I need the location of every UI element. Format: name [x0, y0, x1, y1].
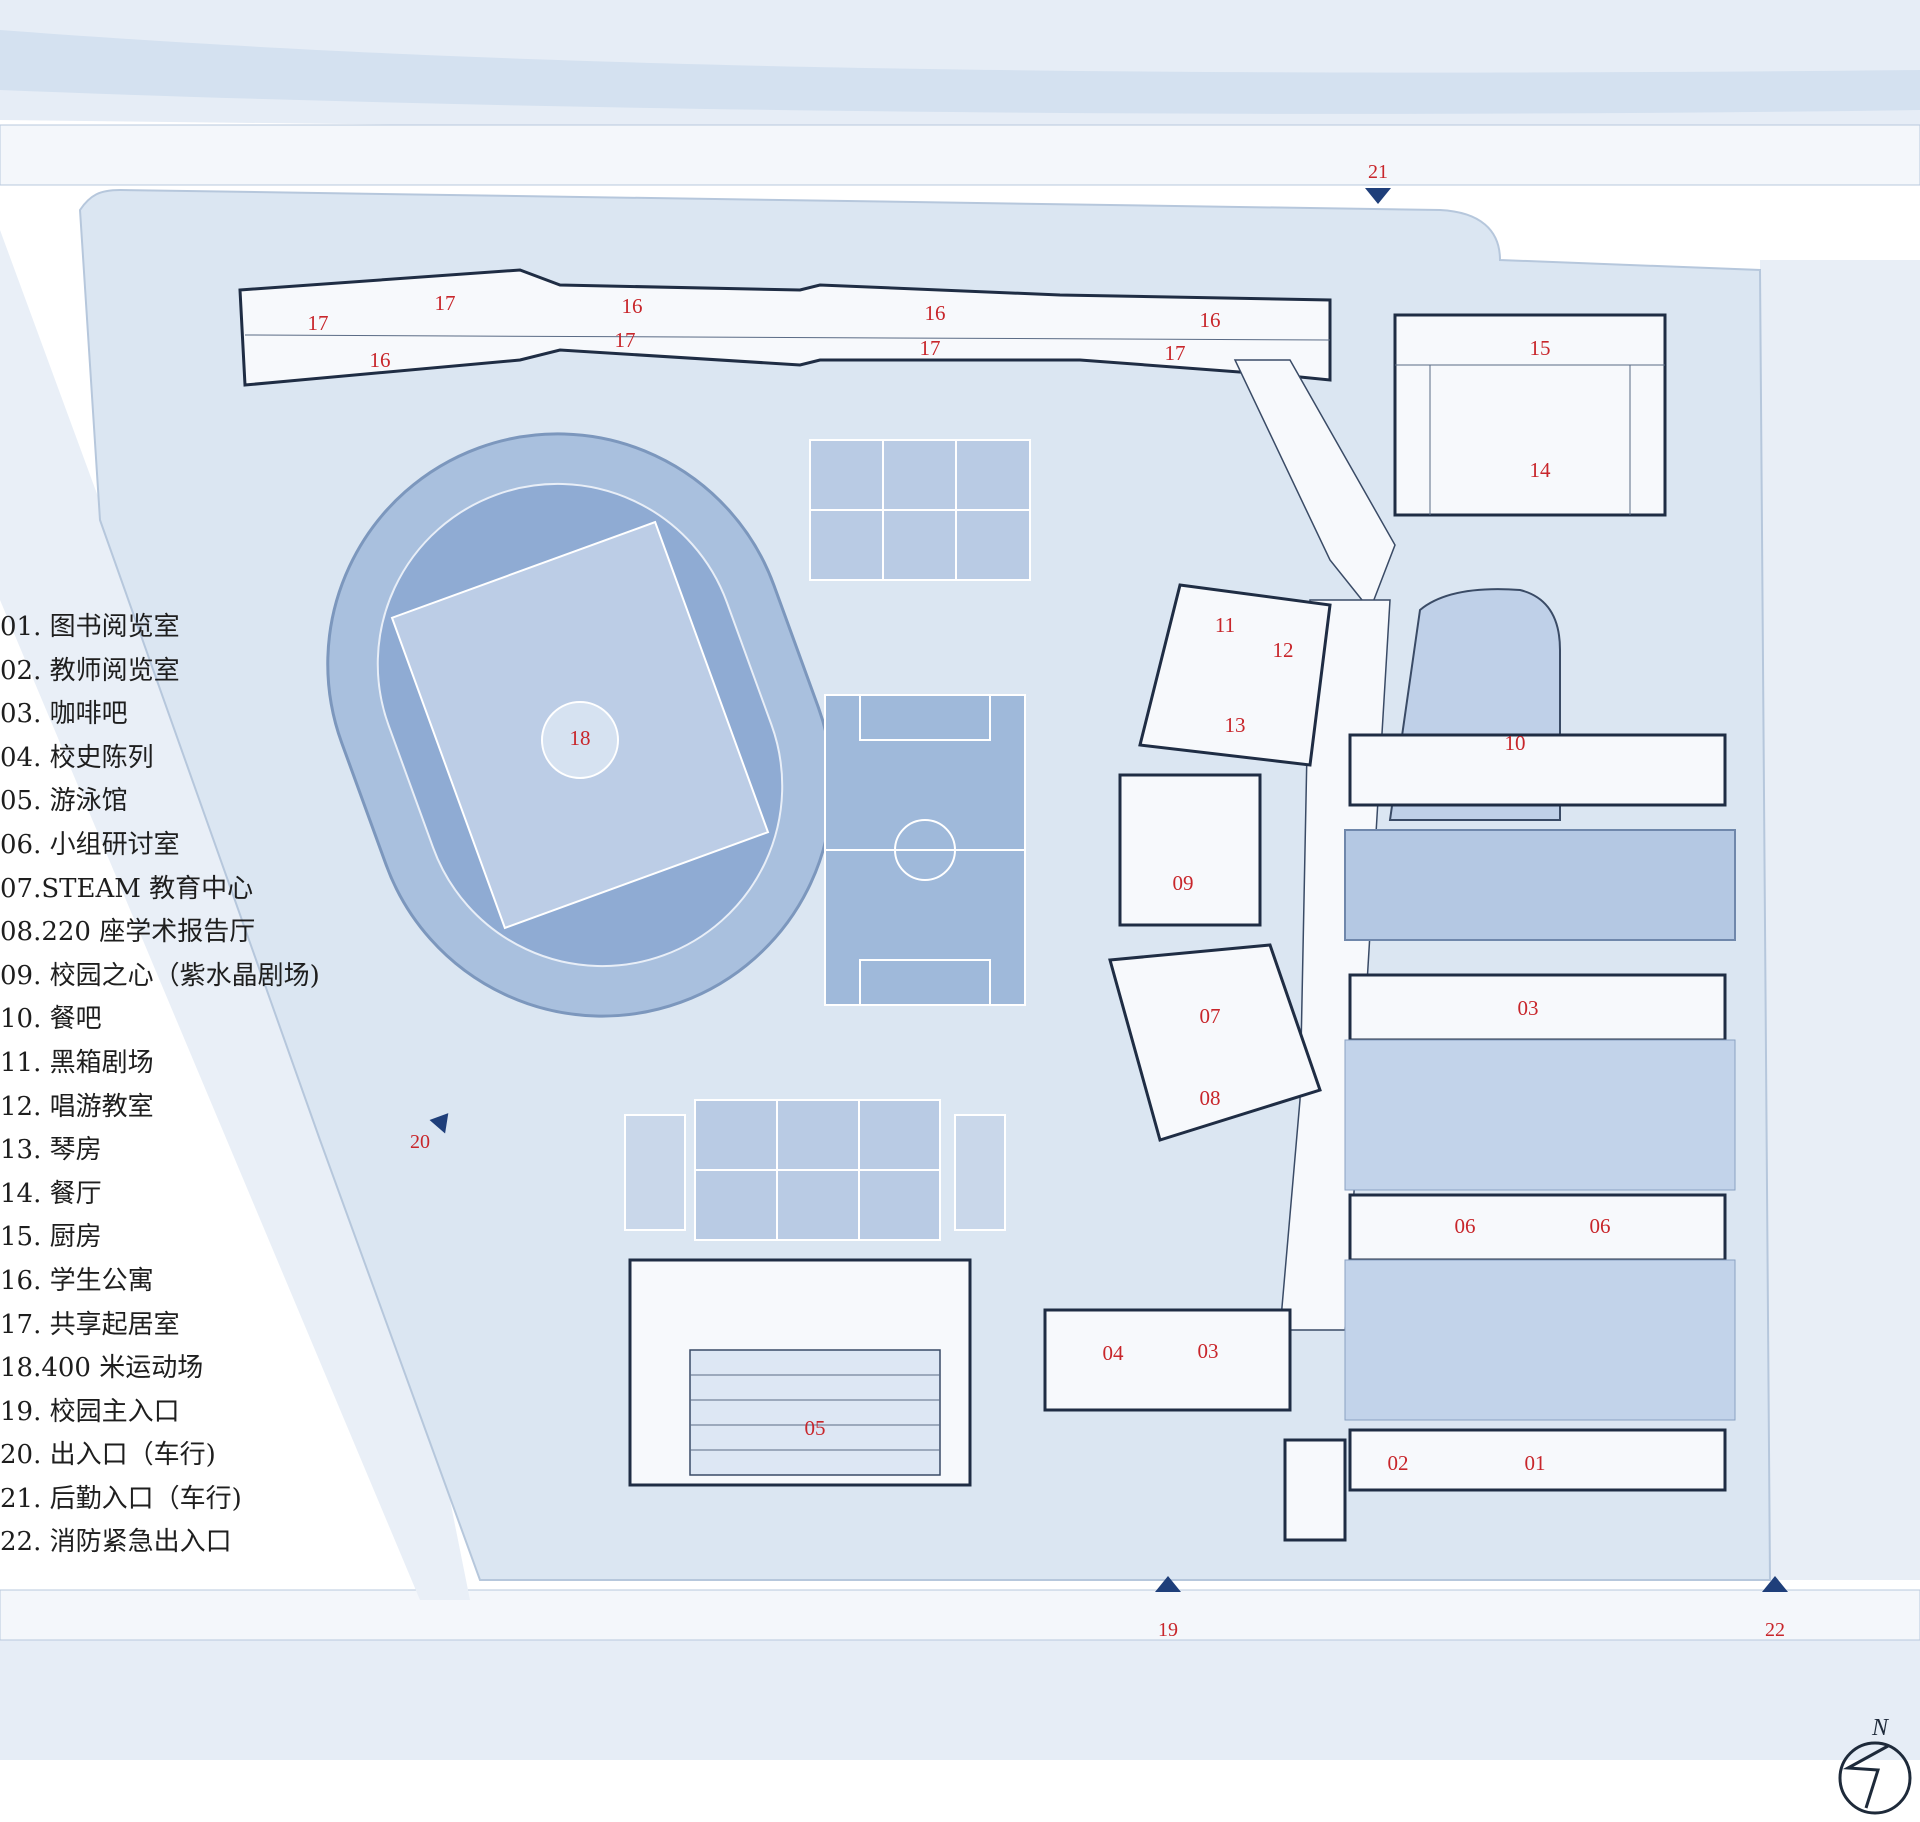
entrance-markers: 21 20 19 22: [410, 161, 1788, 1641]
map-labels: 17 17 16 16 17 16 17 16 17 15 14 11 12 1…: [308, 291, 1611, 1475]
svg-text:19: 19: [1158, 1619, 1178, 1641]
legend-item: 12. 唱游教室: [0, 1091, 154, 1122]
north-road: [0, 124, 1920, 186]
map-label-14: 14: [1530, 458, 1552, 482]
map-label-17-b: 17: [435, 291, 456, 315]
legend-item: 01. 图书阅览室: [0, 612, 180, 642]
north-arrow: N: [1838, 1715, 1912, 1815]
map-label-03-a: 03: [1198, 1339, 1219, 1363]
entry-block: [1283, 1438, 1347, 1542]
entrance-21: 21: [1365, 161, 1391, 204]
map-label-05: 05: [805, 1416, 826, 1440]
svg-text:20: 20: [410, 1131, 430, 1153]
legend-item: 22. 消防紧急出入口: [0, 1527, 232, 1558]
map-label-16-c: 16: [925, 301, 946, 325]
entrance-22: 22: [1762, 1576, 1788, 1641]
soccer-field: [824, 694, 1026, 1006]
map-label-17-a: 17: [308, 311, 329, 335]
map-label-06-b: 06: [1590, 1214, 1611, 1238]
running-track: [326, 432, 834, 1018]
legend-item: 02. 教师阅览室: [0, 655, 180, 686]
basketball-courts-south: [624, 1099, 1006, 1241]
east-neighborhood: [1760, 260, 1920, 1580]
map-label-07: 07: [1200, 1004, 1221, 1028]
map-label-13: 13: [1225, 713, 1246, 737]
legend-item: 10. 餐吧: [0, 1004, 102, 1035]
map-label-08: 08: [1200, 1086, 1221, 1110]
svg-text:22: 22: [1765, 1619, 1785, 1641]
legend-item: 15. 厨房: [0, 1222, 102, 1253]
entrance-20: 20: [410, 1113, 449, 1153]
dining-hall: [1393, 313, 1667, 517]
map-label-17-d: 17: [920, 336, 941, 360]
map-label-09: 09: [1173, 871, 1194, 895]
legend-item: 08.220 座学术报告厅: [0, 917, 256, 948]
map-label-17-c: 17: [615, 328, 636, 352]
dormitory-wing: [238, 268, 1332, 387]
legend: 01. 图书阅览室 02. 教师阅览室 03. 咖啡吧 04. 校史陈列 05. 游泳馆…: [0, 606, 360, 1565]
map-label-16-d: 16: [1200, 308, 1221, 332]
map-label-02: 02: [1388, 1451, 1409, 1475]
map-label-01: 01: [1525, 1451, 1546, 1475]
steam-building: [1108, 943, 1322, 1142]
legend-item: 11. 黑箱剧场: [0, 1047, 154, 1078]
natatorium: [628, 1258, 972, 1487]
legend-item: 21. 后勤入口（车行): [0, 1483, 242, 1514]
legend-item: 13. 琴房: [0, 1135, 102, 1166]
map-label-04: 04: [1103, 1341, 1125, 1365]
svg-text:21: 21: [1368, 161, 1388, 183]
legend-item: 05. 游泳馆: [0, 786, 128, 817]
legend-item: 14. 餐厅: [0, 1178, 102, 1209]
legend-item: 17. 共享起居室: [0, 1309, 180, 1340]
legend-item: 16. 学生公寓: [0, 1265, 154, 1296]
map-label-03-b: 03: [1518, 996, 1539, 1020]
basketball-courts-north: [809, 439, 1031, 581]
legend-item: 03. 咖啡吧: [0, 699, 128, 730]
legend-item: 18.400 米运动场: [0, 1353, 204, 1384]
legend-item: 19. 校园主入口: [0, 1396, 180, 1427]
theatre-building: [1118, 773, 1262, 927]
map-label-11: 11: [1215, 613, 1235, 637]
map-label-12: 12: [1273, 638, 1294, 662]
south-road: [0, 1589, 1920, 1641]
map-label-16-b: 16: [622, 294, 643, 318]
legend-item: 20. 出入口（车行): [0, 1440, 216, 1471]
east-wings: [1344, 588, 1736, 1492]
map-label-15: 15: [1530, 336, 1551, 360]
north-label: N: [1871, 1715, 1890, 1741]
compass-icon: [1838, 1741, 1912, 1815]
north-corridor: [1233, 359, 1396, 612]
map-label-18: 18: [570, 726, 591, 750]
map-label-06-a: 06: [1455, 1214, 1476, 1238]
west-road: [0, 230, 470, 1600]
north-canal: [0, 30, 1920, 114]
map-label-10: 10: [1505, 731, 1526, 755]
arts-cluster: [1138, 583, 1332, 767]
entrance-19: 19: [1155, 1576, 1181, 1641]
map-label-16-a: 16: [370, 348, 391, 372]
map-label-17-e: 17: [1165, 341, 1186, 365]
legend-item: 09. 校园之心（紫水晶剧场): [0, 960, 320, 991]
south-water: [0, 1640, 1920, 1760]
legend-item: 06. 小组研讨室: [0, 829, 180, 860]
legend-item: 04. 校史陈列: [0, 742, 154, 773]
legend-item: 07.STEAM 教育中心: [0, 873, 254, 904]
history-cafe-building: [1043, 1308, 1292, 1412]
